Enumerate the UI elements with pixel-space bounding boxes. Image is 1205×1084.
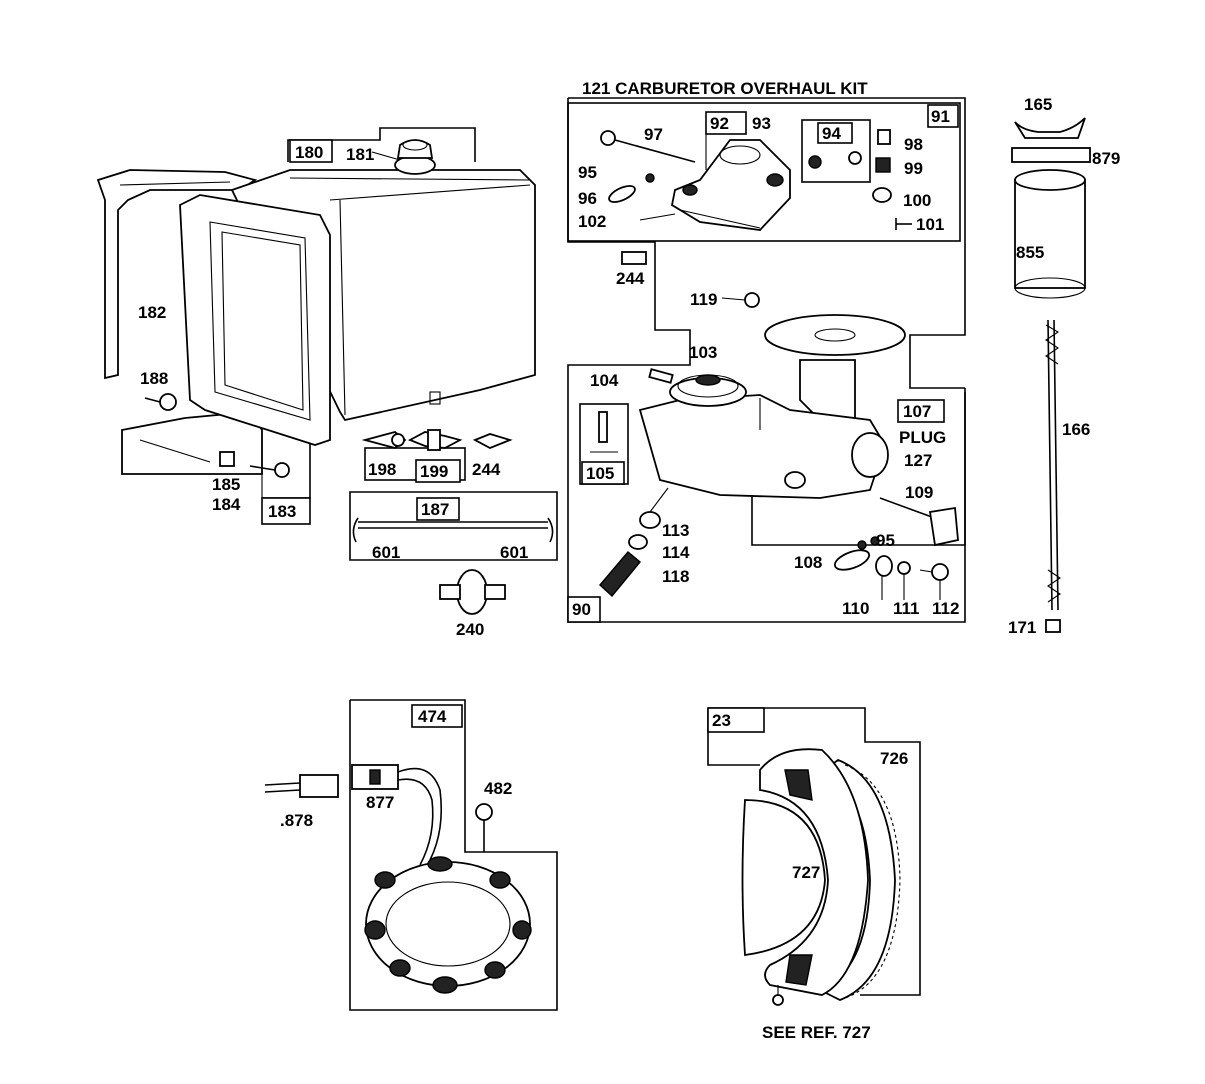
- label-188: 188: [140, 369, 168, 388]
- label-93: 93: [752, 114, 771, 133]
- gasket-879: [1011, 147, 1091, 163]
- label-110: 110: [842, 599, 869, 618]
- screw-see-ref: [772, 994, 784, 1006]
- label-165: 165: [1024, 95, 1052, 114]
- label-108: 108: [794, 553, 822, 572]
- label-103: 103: [689, 343, 717, 362]
- fitting-244: [472, 433, 513, 449]
- label-601-left: 601: [372, 543, 400, 562]
- flywheel-group: [707, 707, 921, 1006]
- label-181: 181: [346, 145, 374, 164]
- dipstick-166: [1047, 319, 1053, 611]
- label-855: 855: [1016, 243, 1044, 262]
- label-90: 90: [572, 600, 591, 619]
- label-474: 474: [418, 707, 447, 726]
- label-95-bottom: 95: [876, 531, 895, 550]
- label-107: 107: [903, 402, 931, 421]
- label-104: 104: [590, 371, 619, 390]
- label-180: 180: [295, 143, 323, 162]
- label-879: 879: [1092, 149, 1120, 168]
- label-113: 113: [662, 521, 689, 540]
- gasket-96: [608, 185, 636, 203]
- label-see-ref: SEE REF. 727: [762, 1023, 871, 1042]
- filter-855: [1014, 179, 1086, 289]
- label-91: 91: [931, 107, 950, 126]
- fuel-filter-240: [456, 569, 488, 615]
- label-101: 101: [916, 215, 944, 234]
- label-185: 185: [212, 475, 240, 494]
- label-99: 99: [904, 159, 923, 178]
- label-182: 182: [138, 303, 166, 322]
- kit-title: 121 CARBURETOR OVERHAUL KIT: [582, 79, 868, 98]
- label-23: 23: [712, 711, 731, 730]
- nut-185: [219, 451, 235, 467]
- screw-184: [274, 462, 290, 478]
- label-127: 127: [904, 451, 932, 470]
- label-727: 727: [792, 863, 820, 882]
- label-166: 166: [1062, 420, 1090, 439]
- label-244-bottom: 244: [472, 460, 501, 479]
- air-cleaner-group: [1011, 117, 1091, 633]
- label-187: 187: [421, 500, 449, 519]
- part-97-needle: [614, 139, 696, 163]
- label-100: 100: [903, 191, 931, 210]
- screw-188: [159, 393, 177, 411]
- gasket-108: [833, 549, 871, 571]
- label-877: 877: [366, 793, 394, 812]
- connector-878: [299, 774, 339, 798]
- fuel-fittings-group: [349, 429, 558, 615]
- label-94: 94: [822, 124, 841, 143]
- label-102: 102: [578, 212, 606, 231]
- needle-valve-118: [599, 551, 641, 598]
- label-119: 119: [690, 290, 717, 309]
- label-601-right: 601: [500, 543, 528, 562]
- label-98: 98: [904, 135, 923, 154]
- label-244-top: 244: [616, 269, 645, 288]
- label-92: 92: [710, 114, 729, 133]
- label-118: 118: [662, 567, 689, 586]
- flywheel-727: [759, 748, 869, 996]
- screw-482: [475, 803, 493, 821]
- label-109: 109: [905, 483, 933, 502]
- wing-nut-165: [1014, 117, 1086, 139]
- label-482: 482: [484, 779, 512, 798]
- label-95-top: 95: [578, 163, 597, 182]
- label-726: 726: [880, 749, 908, 768]
- label-96: 96: [578, 189, 597, 208]
- label-184: 184: [212, 495, 241, 514]
- label-111: 111: [893, 599, 920, 618]
- fuel-bowl-top: [764, 314, 906, 356]
- alternator-group: [264, 699, 558, 1011]
- label-97: 97: [644, 125, 663, 144]
- label-171: 171: [1008, 618, 1036, 637]
- label-199: 199: [420, 462, 448, 481]
- carburetor-lower-group: [567, 251, 966, 623]
- label-105: 105: [586, 464, 614, 483]
- tank-strap: [179, 194, 331, 446]
- label-plug: PLUG: [899, 428, 946, 447]
- label-112: 112: [932, 599, 959, 618]
- carburetor-upper-body: [670, 139, 791, 231]
- carburetor-kit-group: [567, 97, 966, 623]
- label-878: .878: [280, 811, 313, 830]
- label-114: 114: [662, 543, 690, 562]
- bracket-182: [96, 169, 258, 380]
- label-183: 183: [268, 502, 296, 521]
- label-240: 240: [456, 620, 484, 639]
- label-198: 198: [368, 460, 396, 479]
- fuel-tank-group: [96, 127, 536, 525]
